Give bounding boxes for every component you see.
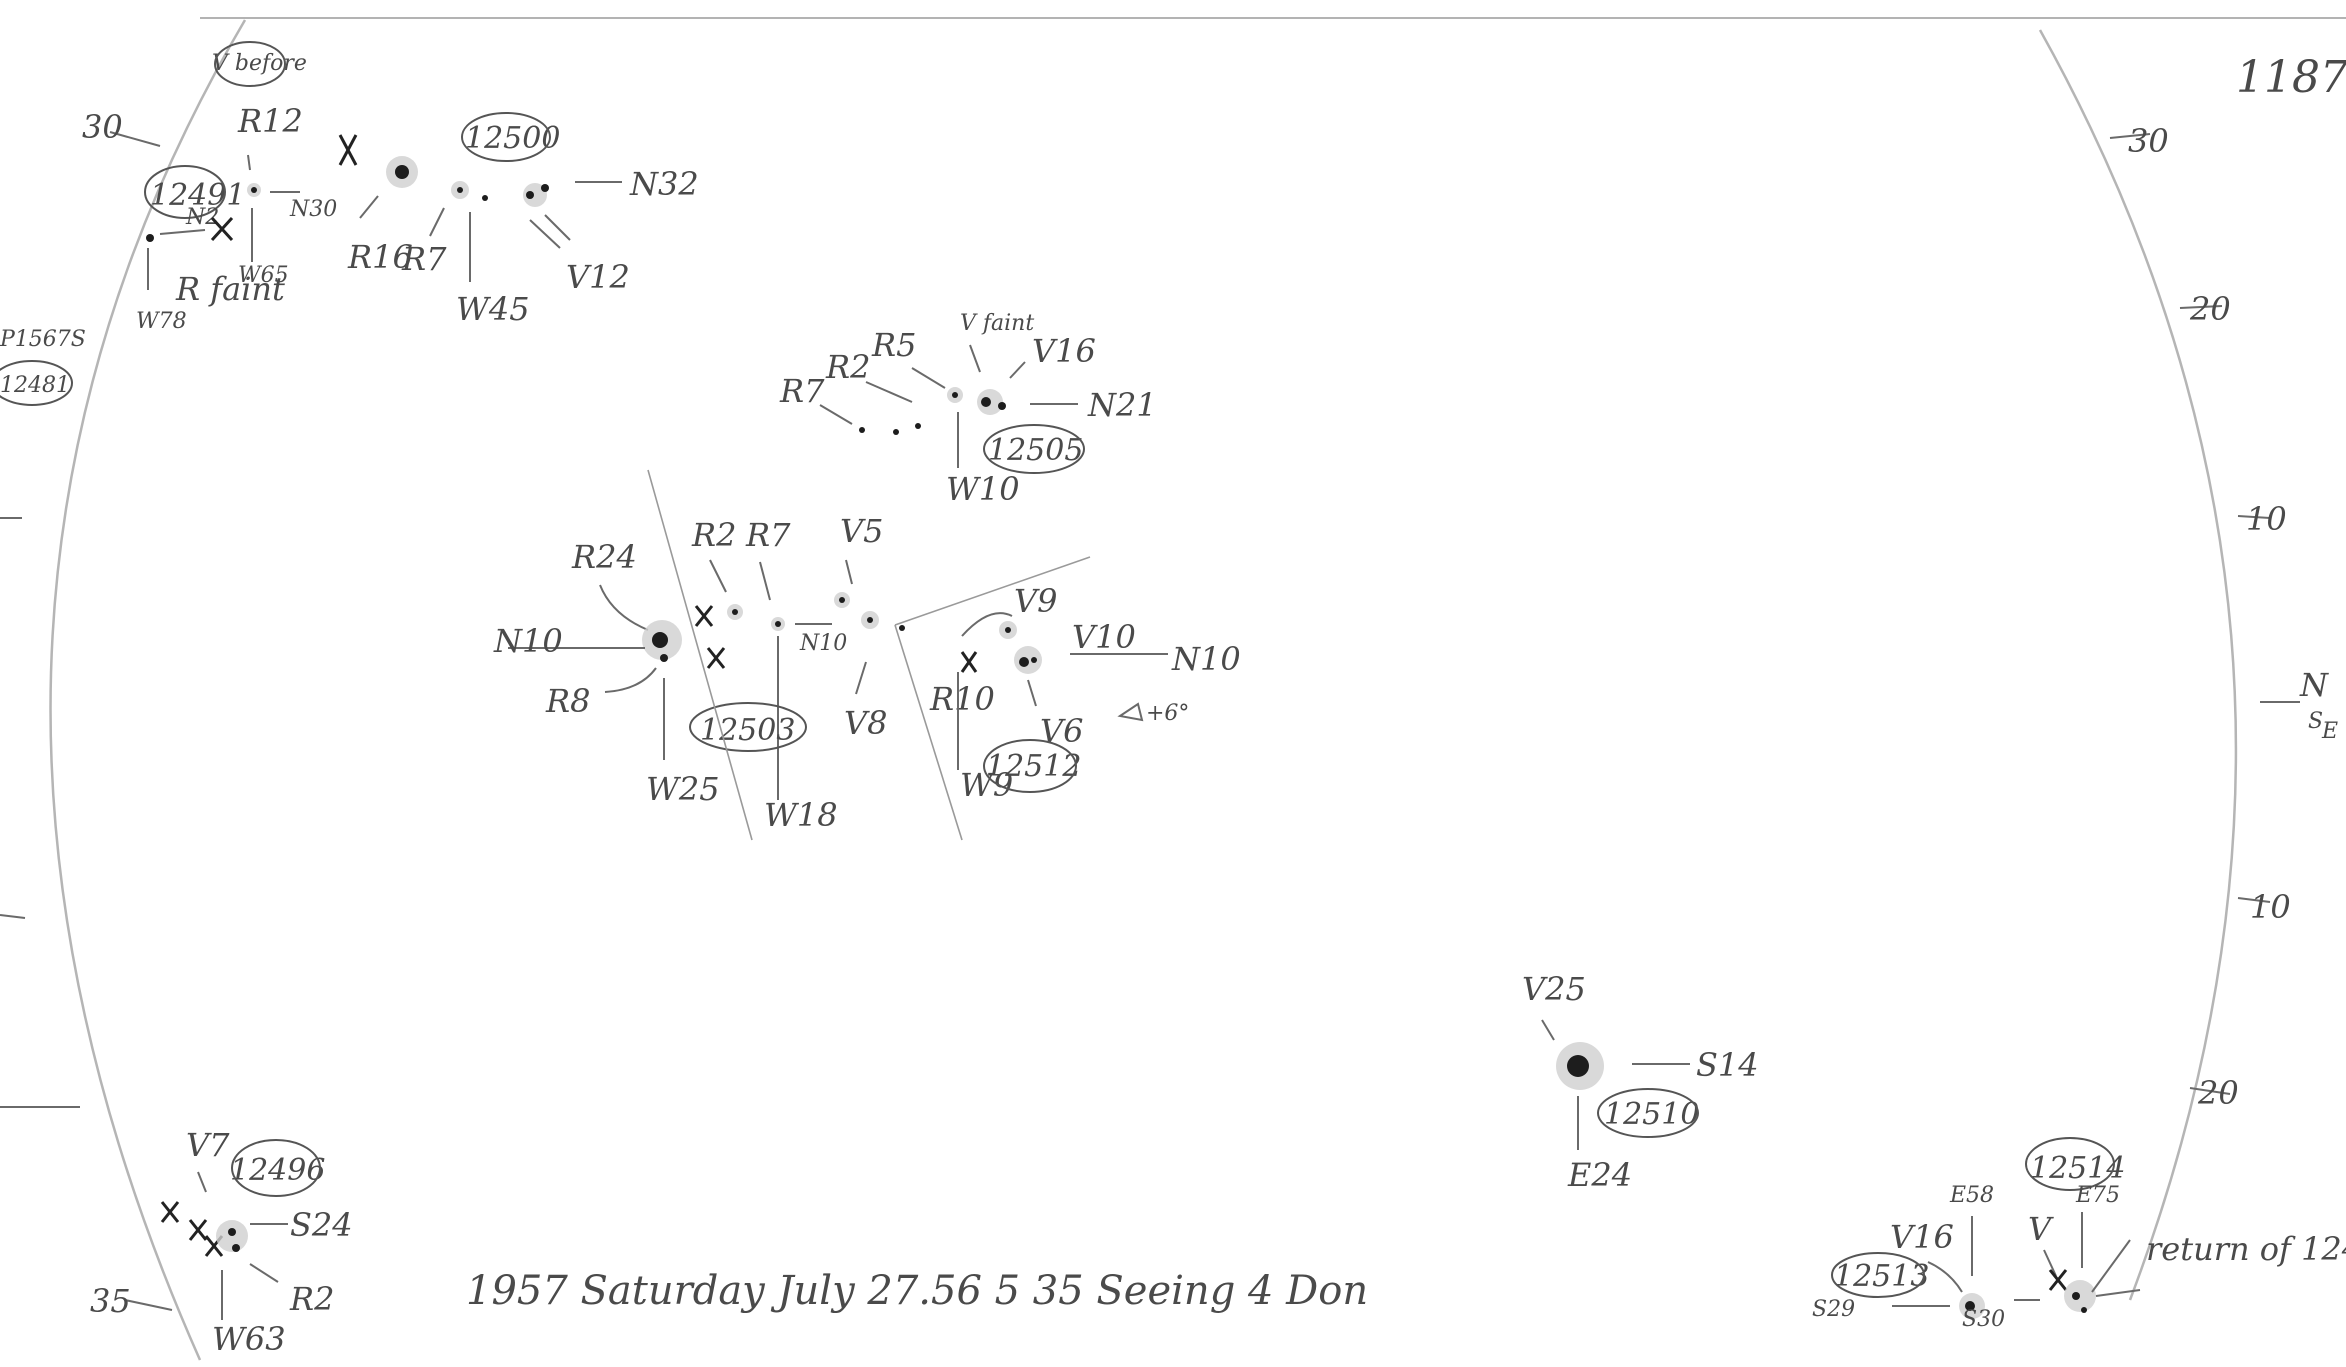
group-label-12503: 12503 — [700, 713, 795, 748]
group-12500: 12500 N32 R16 R7 W45 V12 — [338, 112, 699, 328]
group-label-12505: 12505 — [988, 433, 1083, 468]
label-V6: V6 — [1040, 712, 1083, 750]
group-label-12510: 12510 — [1604, 1097, 1699, 1132]
group-12512: V9 V10 N10 R10 W9 V6 12512 +6° — [929, 582, 1241, 804]
left-edge-plate: P1567S — [0, 327, 86, 352]
label-S24: S24 — [290, 1206, 353, 1244]
group-label-12514: 12514 — [2030, 1151, 2125, 1186]
group-label-12500: 12500 — [465, 121, 560, 156]
label-R2-12503: R2 — [691, 516, 736, 554]
divider-line-faint — [647, 469, 753, 841]
label-W63: W63 — [212, 1320, 286, 1358]
label-V-faint: V faint — [960, 311, 1034, 336]
label-N10-mid: N10 — [799, 631, 847, 656]
left-edge-group: 12481 — [0, 373, 70, 398]
label-R2: R2 — [825, 348, 870, 386]
limb-tick-right-10: 10 — [2246, 500, 2287, 538]
label-V-12514: V — [2028, 1210, 2054, 1248]
label-W10-12505: W10 — [946, 470, 1020, 508]
return-note: return of 12449 — [2146, 1230, 2346, 1268]
limb-tick-right-N: N — [2299, 666, 2329, 704]
limb-tick-right-30: 30 — [2128, 122, 2169, 160]
label-W45: W45 — [456, 290, 530, 328]
limb-tick-right-S: S — [2308, 709, 2323, 734]
label-W9: W9 — [960, 766, 1013, 804]
label-R12: R12 — [237, 102, 303, 140]
limb-tick-right-20: 20 — [2189, 290, 2231, 328]
label-R16: R16 — [347, 238, 413, 276]
label-S30: S30 — [1962, 1307, 2005, 1332]
label-V10: V10 — [1072, 618, 1136, 656]
label-R10: R10 — [929, 680, 995, 718]
group-12503: R24 N10 R8 W25 R2 R7 W18 N10 V5 V8 — [493, 512, 905, 834]
divider-line-upper — [894, 556, 1091, 626]
label-W65: W65 — [238, 263, 289, 288]
limb-tick-left-30: 30 — [82, 108, 123, 146]
group-12510: V25 S14 12510 E24 — [1522, 970, 1759, 1194]
label-V25: V25 — [1522, 970, 1586, 1008]
label-R8: R8 — [545, 682, 590, 720]
limb-tick-right-E: E — [2321, 719, 2338, 744]
tilt-triangle-icon — [1117, 702, 1144, 722]
label-W18: W18 — [764, 796, 838, 834]
limb-tick-left-35: 35 — [90, 1282, 131, 1320]
label-V16: V16 — [1032, 332, 1096, 370]
observation-footer: 1957 Saturday July 27.56 5 35 Seeing 4 D… — [466, 1268, 1368, 1314]
label-N10-left: N10 — [493, 622, 563, 660]
label-S14: S14 — [1696, 1046, 1759, 1084]
label-S29: S29 — [1812, 1297, 1855, 1322]
label-R2-12496: R2 — [289, 1280, 334, 1318]
label-R7: R7 — [401, 240, 447, 278]
label-W78: W78 — [136, 309, 187, 334]
group-12496: V7 12496 S24 R2 W63 — [160, 1126, 353, 1358]
solar-limb-left — [49, 19, 247, 1361]
label-V7: V7 — [186, 1126, 230, 1164]
group-12491: V before 12491 R12 N30 N2 W65 W78 R fain… — [136, 41, 337, 334]
label-V16-12513: V16 — [1890, 1218, 1954, 1256]
label-N10-right: N10 — [1171, 640, 1241, 678]
tilt-note: +6° — [1146, 701, 1189, 726]
group-12513: V16 12513 E58 S29 — [1812, 1183, 1994, 1322]
label-R-faint: R faint — [175, 270, 285, 308]
label-W25: W25 — [646, 770, 720, 808]
group-12505: V faint V16 R5 R2 R7 N21 W10 12505 — [779, 311, 1157, 508]
label-R7-12503: R7 — [745, 516, 791, 554]
label-R24: R24 — [571, 538, 637, 576]
label-V12: V12 — [566, 258, 630, 296]
solar-limb-right — [2038, 29, 2238, 1301]
label-E24: E24 — [1567, 1156, 1632, 1194]
label-V9: V9 — [1014, 582, 1057, 620]
label-N30: N30 — [289, 197, 337, 222]
group-label-12512: 12512 — [986, 749, 1081, 784]
divider-line-lower — [894, 624, 963, 841]
limb-tick-right-20b: 20 — [2197, 1074, 2239, 1112]
label-V8: V8 — [844, 704, 887, 742]
label-N32: N32 — [629, 165, 699, 203]
page-number: 1187 — [2236, 52, 2346, 103]
margin-note-v-before: V before — [212, 51, 307, 76]
label-N2: N2 — [185, 205, 219, 230]
label-R7-12505: R7 — [779, 372, 825, 410]
group-label-12491: 12491 — [150, 178, 245, 213]
group-12514: 12514 E75 V S30 — [1962, 1137, 2141, 1332]
label-E75: E75 — [2075, 1183, 2120, 1208]
limb-tick-right-10b: 10 — [2250, 888, 2291, 926]
label-E58: E58 — [1949, 1183, 1994, 1208]
label-N21: N21 — [1087, 386, 1157, 424]
group-label-12496: 12496 — [230, 1153, 325, 1188]
label-R5: R5 — [871, 326, 916, 364]
label-V5: V5 — [840, 512, 883, 550]
